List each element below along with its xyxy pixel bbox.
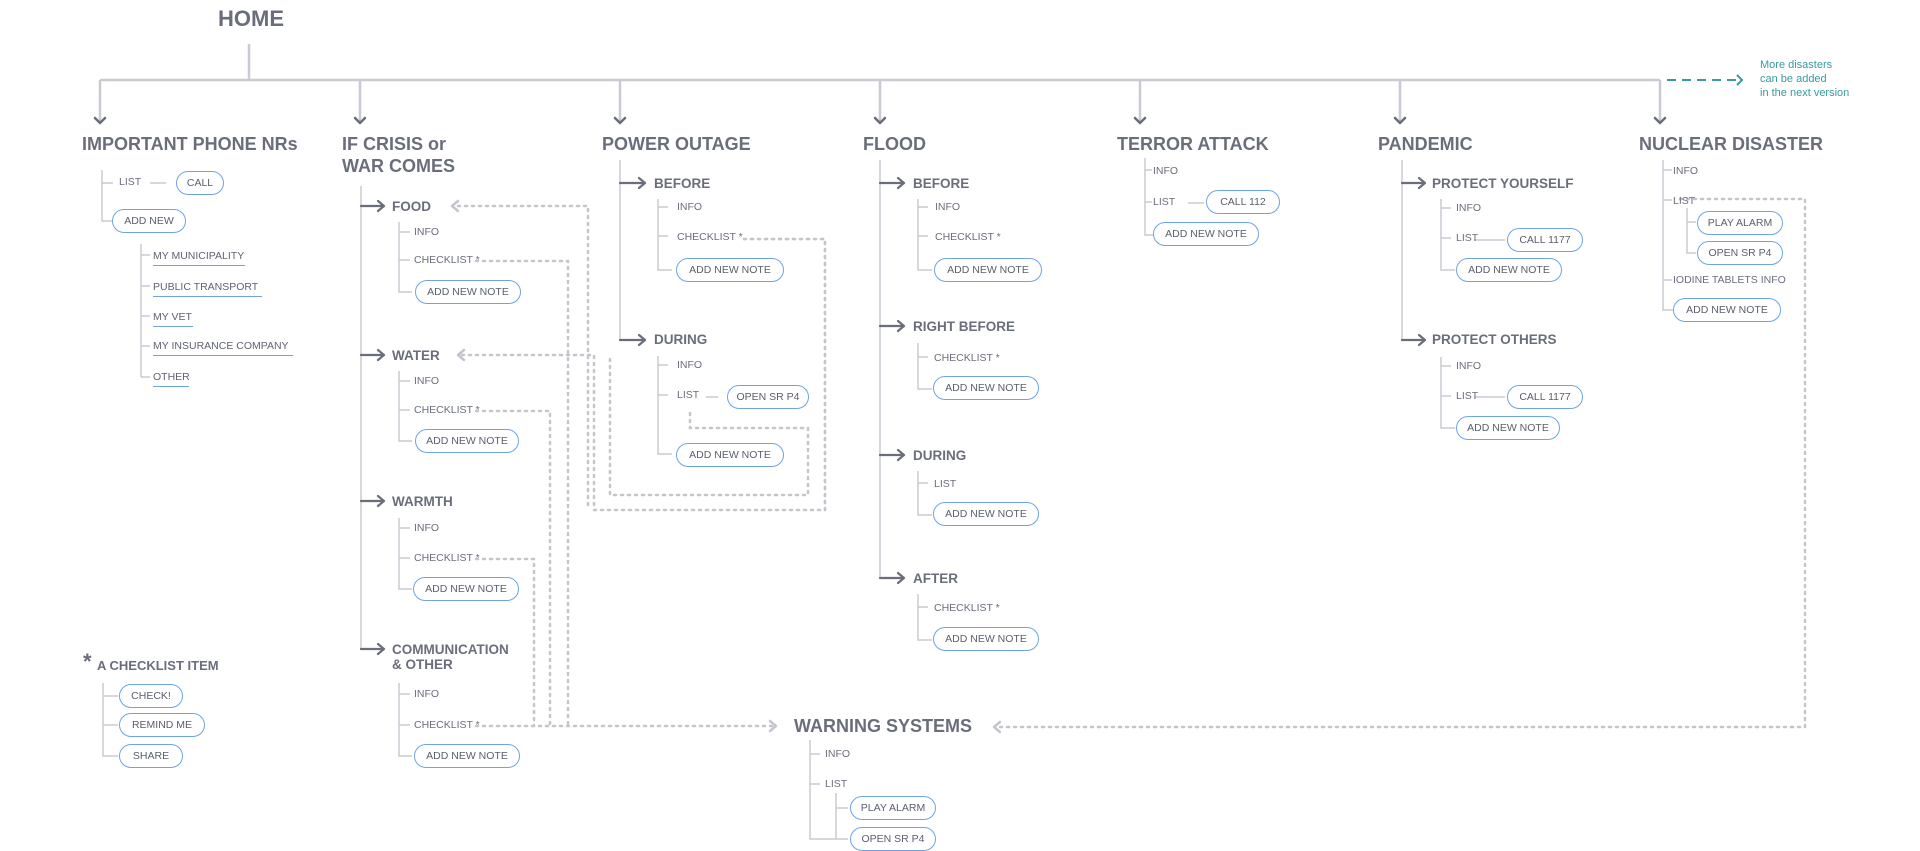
list-label[interactable]: LIST <box>677 389 700 401</box>
info-label[interactable]: INFO <box>1673 165 1699 177</box>
checklist-label[interactable]: CHECKLIST * <box>414 719 480 731</box>
check-button[interactable]: CHECK! <box>119 684 183 708</box>
call-112-button[interactable]: CALL 112 <box>1206 190 1280 214</box>
note-line: can be added <box>1760 73 1827 85</box>
play-alarm-button[interactable]: PLAY ALARM <box>850 796 936 820</box>
add-new-note-button[interactable]: ADD NEW NOTE <box>414 744 520 768</box>
contact-my-vet[interactable]: MY VET <box>153 311 193 327</box>
home-title[interactable]: HOME <box>218 6 284 31</box>
checklist-label[interactable]: CHECKLIST * <box>935 231 1001 243</box>
add-new-note-button[interactable]: ADD NEW NOTE <box>1456 416 1560 440</box>
info-label[interactable]: INFO <box>414 522 440 534</box>
call-1177-button[interactable]: CALL 1177 <box>1507 385 1583 409</box>
note-line: in the next version <box>1760 87 1850 99</box>
info-label[interactable]: INFO <box>1456 360 1482 372</box>
add-new-note-button[interactable]: ADD NEW NOTE <box>933 376 1039 400</box>
checklist-star-symbol: * <box>83 649 92 674</box>
list-label[interactable]: LIST <box>934 478 957 490</box>
communication-line-2: & OTHER <box>392 657 453 672</box>
contact-my-insurance[interactable]: MY INSURANCE COMPANY <box>153 340 293 356</box>
communication-line-1: COMMUNICATION <box>392 642 509 657</box>
call-1177-button[interactable]: CALL 1177 <box>1507 228 1583 252</box>
more-disasters-note: More disasters can be added in the next … <box>1760 58 1849 100</box>
contact-other[interactable]: OTHER <box>153 371 190 387</box>
checklist-legend-title: A CHECKLIST ITEM <box>97 658 219 673</box>
list-label[interactable]: LIST <box>1673 195 1696 207</box>
contact-public-transport[interactable]: PUBLIC TRANSPORT <box>153 281 262 297</box>
warmth-heading[interactable]: WARMTH <box>392 494 453 509</box>
phone-section-title[interactable]: IMPORTANT PHONE NRs <box>82 134 298 154</box>
info-label[interactable]: INFO <box>677 201 703 213</box>
remind-me-button[interactable]: REMIND ME <box>119 713 205 737</box>
add-new-note-button[interactable]: ADD NEW NOTE <box>1673 298 1781 322</box>
info-label[interactable]: INFO <box>414 375 440 387</box>
checklist-label[interactable]: CHECKLIST * <box>414 404 480 416</box>
checklist-label[interactable]: CHECKLIST * <box>677 231 743 243</box>
flood-section-title[interactable]: FLOOD <box>863 134 926 154</box>
play-alarm-button[interactable]: PLAY ALARM <box>1697 211 1783 235</box>
crisis-title-line-1: IF CRISIS or <box>342 134 447 154</box>
checklist-label[interactable]: CHECKLIST * <box>934 352 1000 364</box>
list-label[interactable]: LIST <box>1153 196 1176 208</box>
add-new-note-button[interactable]: ADD NEW NOTE <box>1153 222 1259 246</box>
info-label[interactable]: INFO <box>414 226 440 238</box>
info-label[interactable]: INFO <box>414 688 440 700</box>
power-section-title[interactable]: POWER OUTAGE <box>602 134 751 154</box>
power-during-heading[interactable]: DURING <box>654 332 708 347</box>
add-new-note-button[interactable]: ADD NEW NOTE <box>415 280 521 304</box>
add-new-note-button[interactable]: ADD NEW NOTE <box>676 443 784 467</box>
flood-before-heading[interactable]: BEFORE <box>913 176 970 191</box>
call-button[interactable]: CALL <box>176 171 224 195</box>
crisis-section-title[interactable]: IF CRISIS or WAR COMES <box>342 133 455 177</box>
add-new-note-button[interactable]: ADD NEW NOTE <box>413 577 519 601</box>
open-sr-p4-button[interactable]: OPEN SR P4 <box>727 385 809 409</box>
note-line: More disasters <box>1760 59 1833 71</box>
nuclear-section-title[interactable]: NUCLEAR DISASTER <box>1639 134 1824 154</box>
info-label[interactable]: INFO <box>677 359 703 371</box>
add-new-note-button[interactable]: ADD NEW NOTE <box>933 627 1039 651</box>
checklist-label[interactable]: CHECKLIST * <box>414 552 480 564</box>
info-label[interactable]: INFO <box>1456 202 1482 214</box>
share-button[interactable]: SHARE <box>119 744 183 768</box>
list-label[interactable]: LIST <box>1456 390 1479 402</box>
add-new-note-button[interactable]: ADD NEW NOTE <box>676 258 784 282</box>
add-new-button[interactable]: ADD NEW <box>112 209 186 233</box>
add-new-note-button[interactable]: ADD NEW NOTE <box>1456 258 1562 282</box>
communication-heading[interactable]: COMMUNICATION & OTHER <box>392 642 509 672</box>
list-label[interactable]: LIST <box>1456 232 1479 244</box>
terror-section-title[interactable]: TERROR ATTACK <box>1117 134 1269 154</box>
info-label[interactable]: INFO <box>825 748 851 760</box>
pandemic-section-title[interactable]: PANDEMIC <box>1378 134 1473 154</box>
info-label[interactable]: INFO <box>1153 165 1179 177</box>
add-new-note-button[interactable]: ADD NEW NOTE <box>934 258 1042 282</box>
flood-right-before-heading[interactable]: RIGHT BEFORE <box>913 319 1016 334</box>
open-sr-p4-button[interactable]: OPEN SR P4 <box>850 827 936 851</box>
list-label[interactable]: LIST <box>825 778 848 790</box>
flood-after-heading[interactable]: AFTER <box>913 571 958 586</box>
crisis-title-line-2: WAR COMES <box>342 156 456 176</box>
checklist-label[interactable]: CHECKLIST * <box>934 602 1000 614</box>
contact-my-municipality[interactable]: MY MUNICIPALITY <box>153 250 245 266</box>
info-label[interactable]: INFO <box>935 201 961 213</box>
iodine-tablets-info[interactable]: IODINE TABLETS INFO <box>1673 274 1786 286</box>
flood-during-heading[interactable]: DURING <box>913 448 967 463</box>
food-heading[interactable]: FOOD <box>392 199 431 214</box>
add-new-note-button[interactable]: ADD NEW NOTE <box>933 502 1039 526</box>
protect-yourself-heading[interactable]: PROTECT YOURSELF <box>1432 176 1574 191</box>
add-new-note-button[interactable]: ADD NEW NOTE <box>415 429 519 453</box>
water-heading[interactable]: WATER <box>392 348 440 363</box>
checklist-label[interactable]: CHECKLIST * <box>414 254 480 266</box>
warning-systems-title[interactable]: WARNING SYSTEMS <box>794 716 973 736</box>
power-before-heading[interactable]: BEFORE <box>654 176 711 191</box>
protect-others-heading[interactable]: PROTECT OTHERS <box>1432 332 1557 347</box>
open-sr-p4-button[interactable]: OPEN SR P4 <box>1697 241 1783 265</box>
list-label[interactable]: LIST <box>119 176 142 188</box>
